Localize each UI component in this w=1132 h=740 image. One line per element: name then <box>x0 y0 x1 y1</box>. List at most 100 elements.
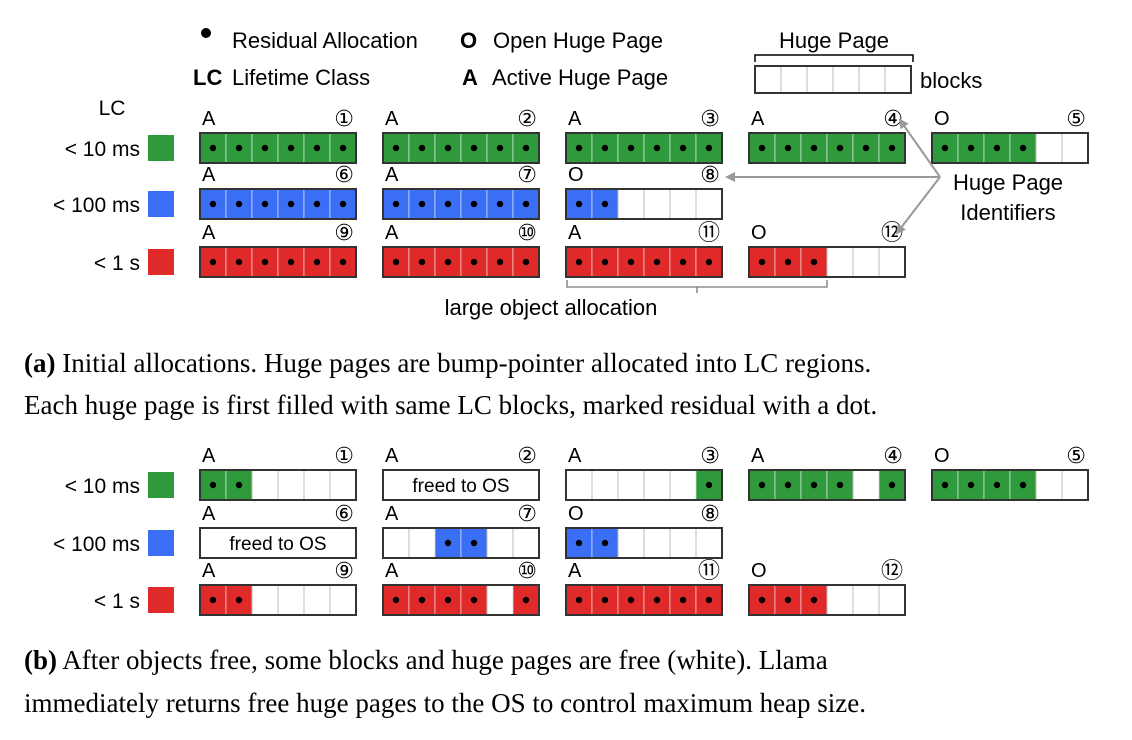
legend-block <box>858 65 886 94</box>
block <box>617 188 645 220</box>
residual-dot <box>209 596 217 604</box>
huge-page-state: A <box>385 445 399 467</box>
residual-dot <box>287 200 295 208</box>
residual-dot-icon <box>201 28 211 38</box>
residual-dot <box>418 144 426 152</box>
lc-color-swatch <box>148 135 174 161</box>
residual-dot <box>575 144 583 152</box>
residual-dot <box>470 539 478 547</box>
residual-dot <box>522 200 530 208</box>
residual-dot <box>967 481 975 489</box>
caption-b-text: After objects free, some blocks and huge… <box>57 645 828 675</box>
block <box>329 584 357 616</box>
huge-page-identifiers-line2: Identifiers <box>960 200 1055 225</box>
residual-dot <box>601 258 609 266</box>
huge-page-state: A <box>568 560 582 582</box>
lc-header: LC <box>99 97 126 120</box>
legend-block <box>806 65 834 94</box>
huge-page-state: A <box>202 108 216 130</box>
block <box>669 188 697 220</box>
huge-page-state: A <box>385 222 399 244</box>
residual-dot <box>313 258 321 266</box>
residual-dot <box>888 481 896 489</box>
residual-dot <box>496 144 504 152</box>
block <box>251 584 279 616</box>
residual-dot <box>496 200 504 208</box>
residual-dot <box>836 481 844 489</box>
huge-page-frame <box>199 132 357 164</box>
lc-row-label: < 1 s <box>94 252 140 275</box>
huge-page-frame <box>199 584 357 616</box>
huge-page-frame <box>565 469 723 501</box>
huge-page-state: A <box>568 108 582 130</box>
huge-page-state: A <box>568 445 582 467</box>
huge-page-id: ⑪ <box>698 220 720 245</box>
legend-block <box>780 65 808 94</box>
freed-to-os-label: freed to OS <box>412 476 509 497</box>
residual-dot <box>209 258 217 266</box>
legend-blocks-label: blocks <box>920 68 982 93</box>
huge-page-frame <box>565 246 723 278</box>
block <box>1035 132 1063 164</box>
residual-dot <box>261 200 269 208</box>
huge-page-state: A <box>385 108 399 130</box>
caption-b-line1: (b) After objects free, some blocks and … <box>24 645 828 675</box>
residual-dot <box>784 481 792 489</box>
residual-dot <box>627 144 635 152</box>
residual-dot <box>601 200 609 208</box>
huge-page-state: O <box>568 503 584 525</box>
residual-dot <box>418 596 426 604</box>
legend: Residual Allocation O Open Huge Page LC … <box>193 28 982 94</box>
residual-dot <box>705 596 713 604</box>
huge-page-id: ⑧ <box>700 162 720 187</box>
huge-page-identifier-arrows <box>725 118 941 235</box>
huge-page-frame <box>382 132 540 164</box>
lc-color-swatch <box>148 191 174 217</box>
huge-page-id: ⑨ <box>334 220 354 245</box>
residual-dot <box>888 144 896 152</box>
identifier-arrow-4 <box>898 118 941 178</box>
residual-dot <box>392 258 400 266</box>
block <box>512 527 540 559</box>
huge-page-frame <box>382 188 540 220</box>
lc-row-label: < 10 ms <box>65 138 140 161</box>
residual-dot <box>444 200 452 208</box>
block <box>251 469 279 501</box>
residual-dot <box>235 258 243 266</box>
residual-dot <box>470 596 478 604</box>
block <box>1035 469 1063 501</box>
huge-page-frame <box>565 188 723 220</box>
huge-page-id: ⑥ <box>334 501 354 526</box>
residual-dot <box>209 144 217 152</box>
huge-page-id: ⑦ <box>517 501 537 526</box>
huge-page-state: A <box>568 222 582 244</box>
huge-page-frame <box>565 584 723 616</box>
huge-page-state: A <box>202 445 216 467</box>
panel-b-row-labels: < 10 ms< 100 ms< 1 s <box>53 472 174 613</box>
residual-dot <box>679 258 687 266</box>
huge-page-state: A <box>202 503 216 525</box>
huge-page-state: O <box>568 164 584 186</box>
huge-page-state: O <box>934 108 950 130</box>
residual-dot <box>235 200 243 208</box>
residual-dot <box>444 539 452 547</box>
lc-row-label: < 100 ms <box>53 194 140 217</box>
residual-dot <box>784 258 792 266</box>
huge-page-id: ⑩ <box>517 558 537 583</box>
huge-page-frame <box>382 469 540 501</box>
huge-page-frame <box>931 469 1089 501</box>
residual-dot <box>235 481 243 489</box>
residual-dot <box>810 144 818 152</box>
residual-dot <box>993 144 1001 152</box>
residual-dot <box>758 481 766 489</box>
huge-page-id: ⑩ <box>517 220 537 245</box>
huge-page-id: ① <box>334 106 354 131</box>
